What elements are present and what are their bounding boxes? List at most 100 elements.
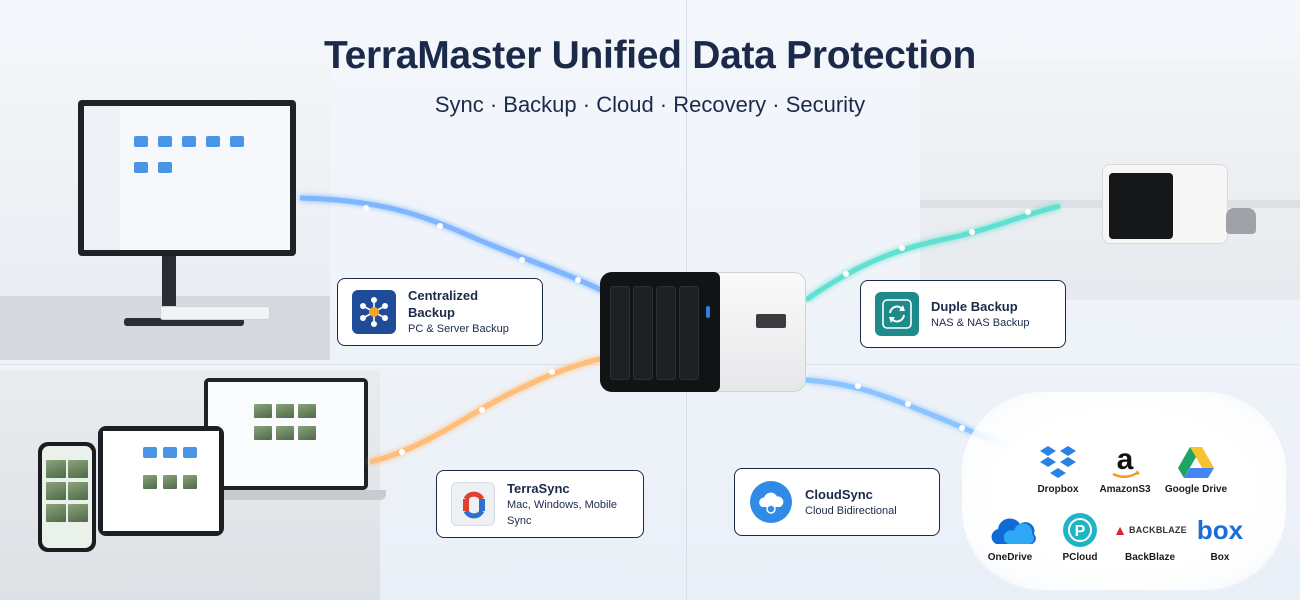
feature-card-duple-backup: Duple Backup NAS & NAS Backup bbox=[860, 280, 1066, 348]
onedrive-icon bbox=[990, 512, 1036, 548]
drive-bay bbox=[633, 286, 653, 380]
cloud-service-name: Dropbox bbox=[1037, 484, 1079, 495]
cloud-service-google-drive: Google Drive bbox=[1158, 444, 1234, 495]
cloud-service-name: Box bbox=[1210, 552, 1230, 563]
folder-icon bbox=[163, 447, 177, 458]
folder-icon bbox=[182, 136, 196, 147]
amazon-icon: a bbox=[1105, 443, 1145, 480]
flame-icon: ▲ bbox=[1113, 522, 1128, 538]
photo-thumbnail bbox=[276, 426, 294, 440]
monitor bbox=[78, 100, 296, 256]
power-led bbox=[706, 306, 710, 318]
feature-card-terrasync: TerraSync Mac, Windows, Mobile Sync bbox=[436, 470, 644, 538]
terrasync-icon bbox=[451, 482, 495, 526]
connection-nodes bbox=[363, 205, 1031, 455]
cloud-service-dropbox: Dropbox bbox=[1020, 444, 1096, 495]
central-nas-device bbox=[600, 272, 806, 396]
file-manager-sidebar bbox=[84, 106, 120, 250]
photo-thumbnail bbox=[254, 404, 272, 418]
drive-bay bbox=[679, 286, 699, 380]
cloud-service-name: Google Drive bbox=[1164, 484, 1228, 495]
folder-icon bbox=[134, 136, 148, 147]
monitor-foot bbox=[124, 318, 244, 326]
connection-node bbox=[437, 223, 443, 229]
desktop-pc-scene bbox=[0, 60, 330, 360]
feature-subtitle: PC & Server Backup bbox=[408, 323, 509, 335]
google-drive-icon bbox=[1176, 444, 1216, 480]
folder-icon bbox=[158, 136, 172, 147]
page-subtitle: Sync · Backup · Cloud · Recovery · Secur… bbox=[434, 92, 866, 117]
connection-node bbox=[1025, 209, 1031, 215]
cloud-service-name: BackBlaze bbox=[1124, 552, 1176, 563]
box-wordmark: box bbox=[1196, 514, 1244, 545]
network-hub-icon bbox=[352, 290, 396, 334]
tablet bbox=[98, 426, 224, 536]
page-title: TerraMaster Unified Data Protection bbox=[324, 34, 976, 77]
photo-thumbnail bbox=[68, 504, 88, 522]
phone bbox=[38, 442, 96, 552]
photo-thumbnail bbox=[46, 482, 66, 500]
cloud-service-name: OneDrive bbox=[987, 552, 1033, 563]
photo-thumbnail bbox=[163, 475, 177, 489]
feature-title: Centralized Backup bbox=[408, 288, 479, 320]
connection-node bbox=[899, 245, 905, 251]
laptop-screen bbox=[208, 382, 364, 486]
photo-thumbnail bbox=[298, 404, 316, 418]
cloud-sync-icon bbox=[749, 480, 793, 524]
connection-node bbox=[399, 449, 405, 455]
phone-screen bbox=[42, 446, 92, 548]
sync-arrows-icon bbox=[875, 292, 919, 336]
connection-node bbox=[549, 369, 555, 375]
backblaze-wordmark: BACKBLAZE bbox=[1129, 525, 1187, 535]
folder-icon bbox=[183, 447, 197, 458]
feature-subtitle: Cloud Bidirectional bbox=[805, 504, 897, 517]
cloud-service-onedrive: OneDrive bbox=[972, 512, 1048, 563]
laptop-base bbox=[186, 490, 386, 500]
cloud-service-pcloud: P PCloud bbox=[1042, 512, 1118, 563]
photo-thumbnail bbox=[46, 504, 66, 522]
laptop bbox=[204, 378, 368, 490]
photo-thumbnail bbox=[254, 426, 272, 440]
box-icon: box bbox=[1196, 512, 1244, 548]
folder-icon bbox=[143, 447, 157, 458]
svg-text:a: a bbox=[1117, 444, 1134, 476]
connection-node bbox=[363, 205, 369, 211]
smart-speaker bbox=[1226, 208, 1256, 234]
connection-node bbox=[519, 257, 525, 263]
connection-node bbox=[855, 383, 861, 389]
folder-icon bbox=[230, 136, 244, 147]
folder-icon bbox=[206, 136, 220, 147]
photo-thumbnail bbox=[46, 460, 66, 478]
cloud-services-panel: Dropbox a AmazonS3 Google Drive bbox=[962, 392, 1286, 590]
photo-thumbnail bbox=[276, 404, 294, 418]
connection-node bbox=[969, 229, 975, 235]
remote-nas-device bbox=[1102, 164, 1228, 244]
keyboard bbox=[160, 306, 270, 320]
connection-node bbox=[959, 425, 965, 431]
backblaze-icon: ▲ BACKBLAZE bbox=[1113, 512, 1186, 548]
drive-bay bbox=[656, 286, 676, 380]
pcloud-icon: P bbox=[1060, 512, 1100, 548]
connection-line-mobile bbox=[369, 355, 606, 465]
feature-subtitle: NAS & NAS Backup bbox=[931, 316, 1030, 329]
remote-nas-front-panel bbox=[1109, 173, 1173, 239]
photo-thumbnail bbox=[183, 475, 197, 489]
cloud-service-backblaze: ▲ BACKBLAZE BackBlaze bbox=[1112, 512, 1188, 563]
remote-nas-scene bbox=[920, 60, 1300, 300]
nas-front-panel bbox=[600, 272, 720, 392]
connection-node bbox=[479, 407, 485, 413]
photo-thumbnail bbox=[68, 482, 88, 500]
file-manager-window bbox=[84, 106, 290, 250]
brand-badge bbox=[756, 314, 786, 328]
feature-subtitle: Mac, Windows, Mobile Sync bbox=[507, 498, 618, 527]
photo-thumbnail bbox=[298, 426, 316, 440]
photo-thumbnail bbox=[143, 475, 157, 489]
photo-thumbnail bbox=[68, 460, 88, 478]
feature-card-centralized-backup: Centralized Backup PC & Server Backup bbox=[337, 278, 543, 346]
connection-node bbox=[575, 277, 581, 283]
cloud-service-name: PCloud bbox=[1062, 552, 1098, 563]
cloud-service-name: AmazonS3 bbox=[1099, 484, 1151, 495]
cloud-service-box: box Box bbox=[1182, 512, 1258, 564]
